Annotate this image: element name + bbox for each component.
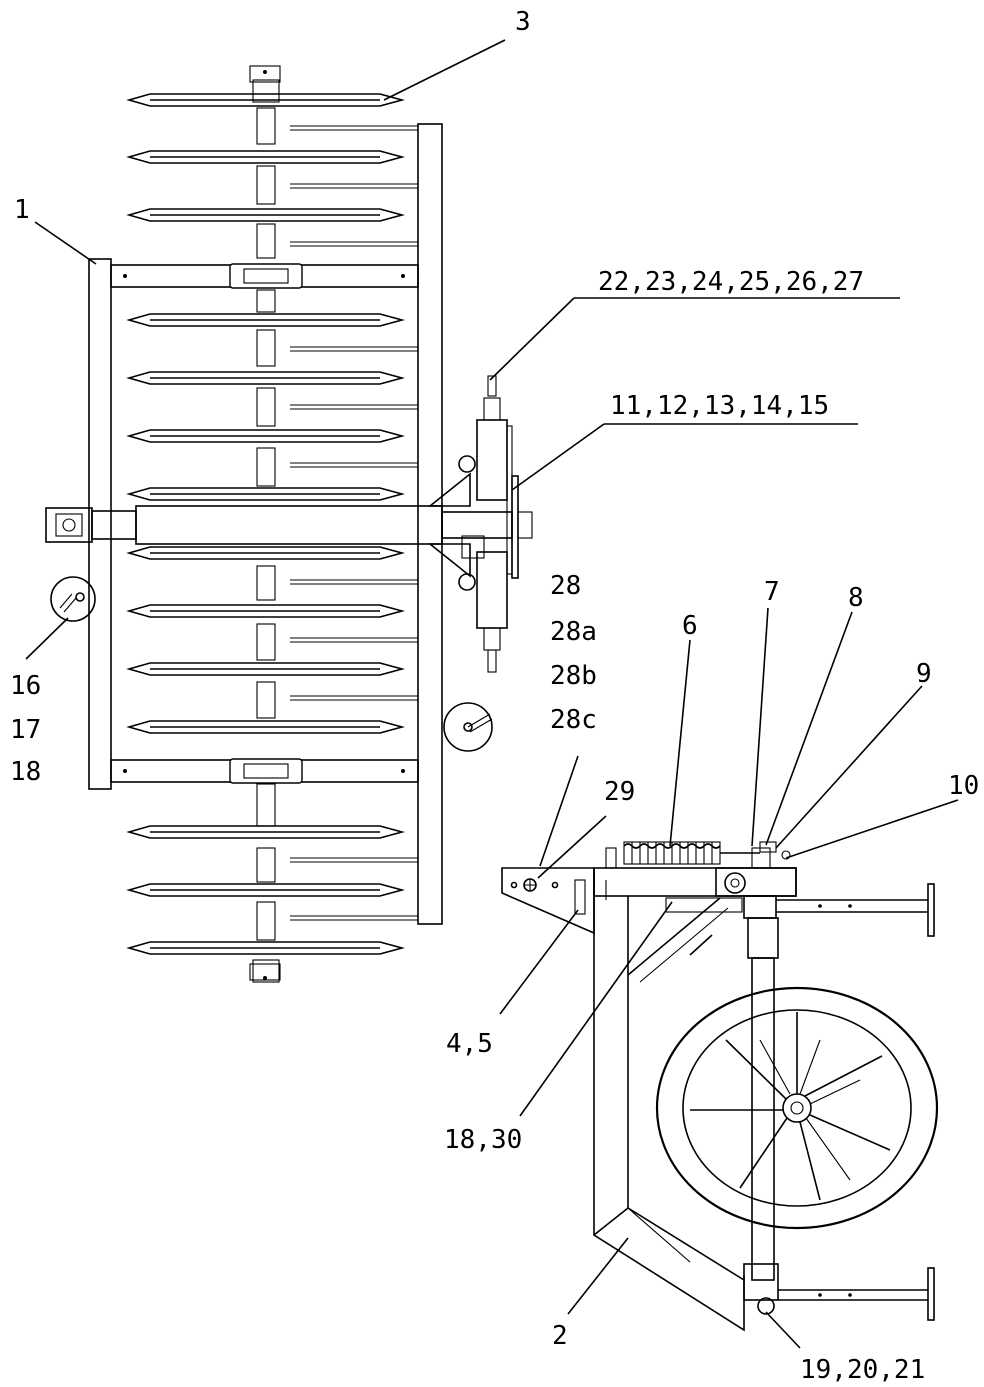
top-rail [593, 867, 797, 897]
label-28a: 28a [550, 617, 597, 647]
tine [126, 720, 406, 734]
beam-end [441, 511, 513, 539]
shaft-top-cap [249, 65, 281, 83]
tines [126, 93, 406, 955]
mount-plate [501, 867, 595, 935]
lever-8 [751, 847, 771, 869]
label-28c: 28c [550, 705, 597, 735]
tine [126, 313, 406, 327]
label-18: 18 [10, 757, 41, 787]
wheel-frame-assembly [501, 841, 939, 1332]
tine [126, 662, 406, 676]
central-shaft [252, 79, 280, 983]
right-frame-bar [417, 123, 443, 925]
wheel-rim [682, 1009, 912, 1207]
main-beam [135, 505, 443, 545]
left-round-plate [50, 576, 96, 622]
rake-assembly [45, 65, 533, 983]
label-28: 28 [550, 571, 581, 601]
upper-arm-end [927, 883, 935, 937]
left-frame-bar [88, 258, 112, 790]
label-9: 9 [916, 659, 932, 689]
lower-arm [778, 1289, 928, 1301]
wheel-post [751, 957, 775, 1281]
tine [126, 883, 406, 897]
upper-gusset [427, 472, 471, 507]
label-22-27: 22,23,24,25,26,27 [598, 267, 864, 297]
label-28b: 28b [550, 661, 597, 691]
tine [126, 150, 406, 164]
label-17: 17 [10, 715, 41, 745]
tine [126, 546, 406, 560]
tine [126, 371, 406, 385]
label-1: 1 [14, 195, 30, 225]
label-4-5: 4,5 [446, 1029, 493, 1059]
callout-labels: 3 1 22,23,24,25,26,27 11,12,13,14,15 28 … [10, 7, 979, 1385]
label-18-30: 18,30 [444, 1125, 522, 1155]
lower-bearing-block [229, 758, 303, 784]
leader-lines [25, 39, 959, 1349]
label-11-15: 11,12,13,14,15 [610, 391, 829, 421]
tine [126, 208, 406, 222]
lower-arm-end [927, 1267, 935, 1321]
cam-block [715, 867, 797, 897]
label-6: 6 [682, 611, 698, 641]
label-8: 8 [848, 583, 864, 613]
spring-rods [290, 125, 418, 921]
hydraulic-cylinder [458, 375, 533, 673]
label-3: 3 [515, 7, 531, 37]
hitch-bracket [45, 507, 93, 543]
beam-left-section [91, 510, 137, 540]
slot-4-5 [574, 879, 586, 915]
pin-10 [781, 850, 791, 860]
label-2: 2 [552, 1321, 568, 1351]
tine [126, 93, 406, 107]
frame-outline [593, 868, 745, 1332]
label-19-21: 19,20,21 [800, 1355, 925, 1385]
tine [126, 487, 406, 501]
tine [126, 429, 406, 443]
label-7: 7 [764, 577, 780, 607]
tension-spring [605, 841, 760, 869]
cylinder-plate [511, 475, 519, 579]
wheel-hub [782, 1093, 812, 1123]
label-10: 10 [948, 771, 979, 801]
right-round-plate [443, 702, 493, 752]
wheel [655, 986, 939, 1230]
tine [126, 941, 406, 955]
tine [126, 825, 406, 839]
wheel-tire [655, 986, 939, 1230]
upper-arm [776, 899, 928, 913]
lower-gusset [427, 543, 471, 578]
label-29: 29 [604, 777, 635, 807]
upper-bearing-block [229, 263, 303, 289]
tine [126, 604, 406, 618]
label-16: 16 [10, 671, 41, 701]
